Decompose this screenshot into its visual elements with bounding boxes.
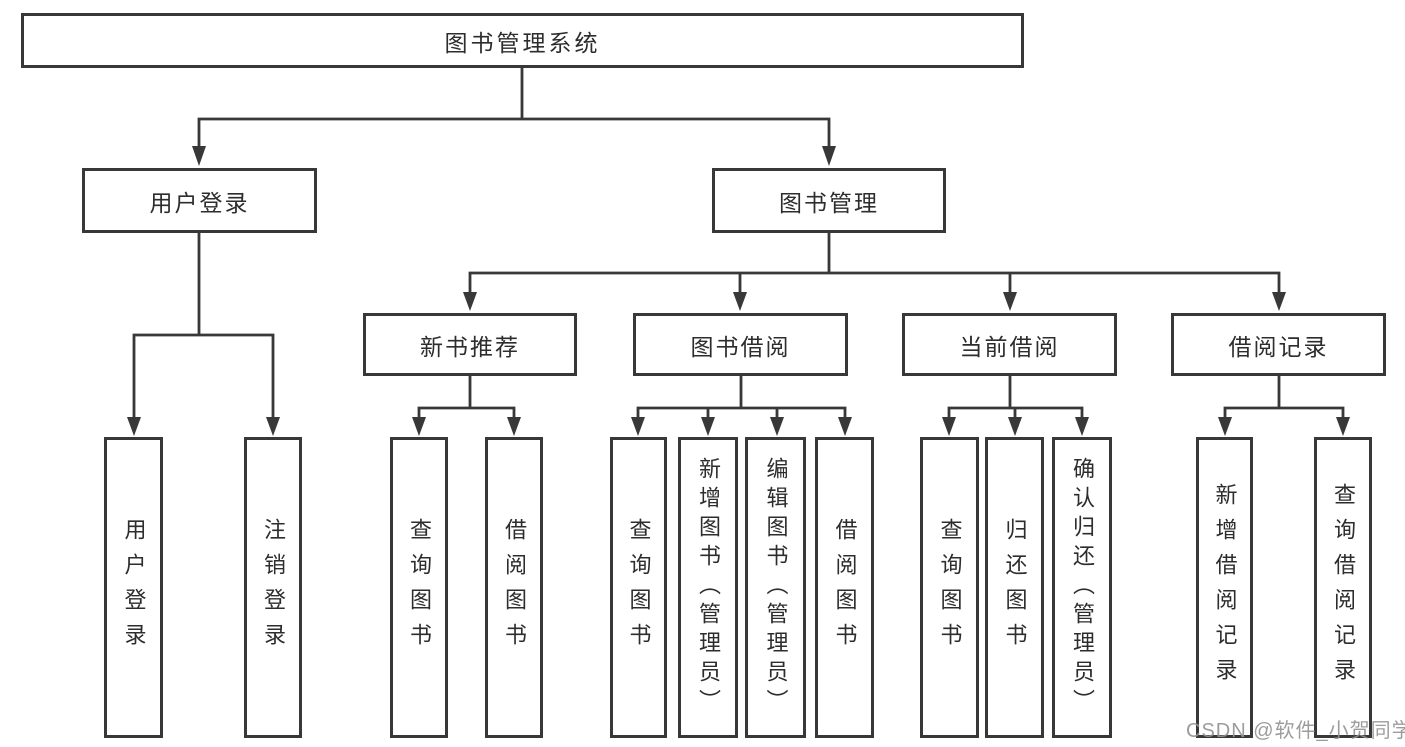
leaf-query-books-borrow: 查询图书 [610, 437, 667, 738]
node-label: 图书管理 [779, 189, 879, 216]
node-label: 新增图书（管理员） [696, 457, 721, 718]
leaf-query-books-recommend: 查询图书 [390, 437, 448, 738]
leaf-borrow-books: 借阅图书 [815, 437, 874, 738]
node-user-login: 用户登录 [82, 168, 317, 233]
node-borrow-record: 借阅记录 [1171, 313, 1386, 376]
arrowhead [127, 417, 141, 436]
connector-book-mgmt-branch [468, 233, 1281, 293]
arrowhead [1218, 417, 1232, 436]
leaf-add-borrow-record: 新增借阅记录 [1196, 437, 1253, 738]
connector-book-borrow-branch [636, 376, 847, 418]
arrowhead [1336, 417, 1350, 436]
node-label: 新书推荐 [420, 333, 520, 360]
node-label: 编辑图书（管理员） [763, 457, 789, 718]
node-new-book-recommend: 新书推荐 [363, 313, 577, 376]
arrowhead [192, 146, 206, 166]
node-label: 查询借阅记录 [1331, 482, 1356, 693]
node-label: 借阅记录 [1228, 333, 1329, 360]
arrowhead [1075, 417, 1089, 436]
arrowhead [770, 417, 784, 436]
connector-new-book-branch [417, 376, 516, 418]
node-label: 注销登录 [261, 517, 286, 658]
leaf-query-borrow-record: 查询借阅记录 [1314, 437, 1372, 738]
node-label: 查询图书 [937, 517, 963, 658]
leaf-return-books: 归还图书 [985, 437, 1044, 738]
arrowhead [1003, 292, 1017, 311]
leaf-edit-books-admin: 编辑图书（管理员） [745, 437, 806, 738]
arrowhead [1008, 417, 1022, 436]
node-label: 归还图书 [1002, 517, 1028, 658]
node-label: 借阅图书 [502, 517, 527, 658]
arrowhead [631, 417, 645, 436]
leaf-query-books-current: 查询图书 [920, 437, 979, 738]
node-label: 用户登录 [121, 517, 147, 658]
connector-user-login-branch [132, 233, 275, 418]
arrowhead [733, 292, 747, 311]
connector-root-to-level2 [197, 68, 831, 148]
leaf-add-books-admin: 新增图书（管理员） [678, 437, 738, 738]
leaf-logout: 注销登录 [244, 437, 302, 738]
arrowhead [507, 417, 521, 436]
arrowhead [266, 417, 280, 436]
node-root-library-system: 图书管理系统 [21, 13, 1024, 68]
arrowhead [412, 417, 426, 436]
node-label: 新增借阅记录 [1212, 482, 1238, 693]
arrowhead [822, 146, 836, 166]
node-label: 图书管理系统 [444, 29, 601, 56]
csdn-watermark: CSDN @软件_小贺同学 [1186, 720, 1405, 742]
arrowhead [1272, 292, 1286, 311]
arrowhead [942, 417, 956, 436]
node-label: 查询图书 [626, 517, 652, 658]
arrowhead [701, 417, 715, 436]
leaf-borrow-books-recommend: 借阅图书 [485, 437, 543, 738]
node-label: 查询图书 [407, 517, 432, 658]
node-label: 用户登录 [149, 189, 250, 216]
node-label: 当前借阅 [959, 333, 1060, 360]
node-book-management: 图书管理 [712, 168, 946, 233]
node-label: 确认归还（管理员） [1070, 457, 1095, 718]
leaf-user-login: 用户登录 [104, 437, 163, 738]
node-label: 图书借阅 [690, 333, 791, 360]
connector-borrow-record-branch [1223, 376, 1345, 418]
node-book-borrow: 图书借阅 [633, 313, 848, 376]
connector-current-borrow-branch [947, 376, 1084, 418]
node-label: 借阅图书 [832, 517, 858, 658]
arrowhead [838, 417, 852, 436]
leaf-confirm-return-admin: 确认归还（管理员） [1052, 437, 1112, 738]
arrowhead [463, 292, 477, 311]
node-current-borrow: 当前借阅 [902, 313, 1117, 376]
